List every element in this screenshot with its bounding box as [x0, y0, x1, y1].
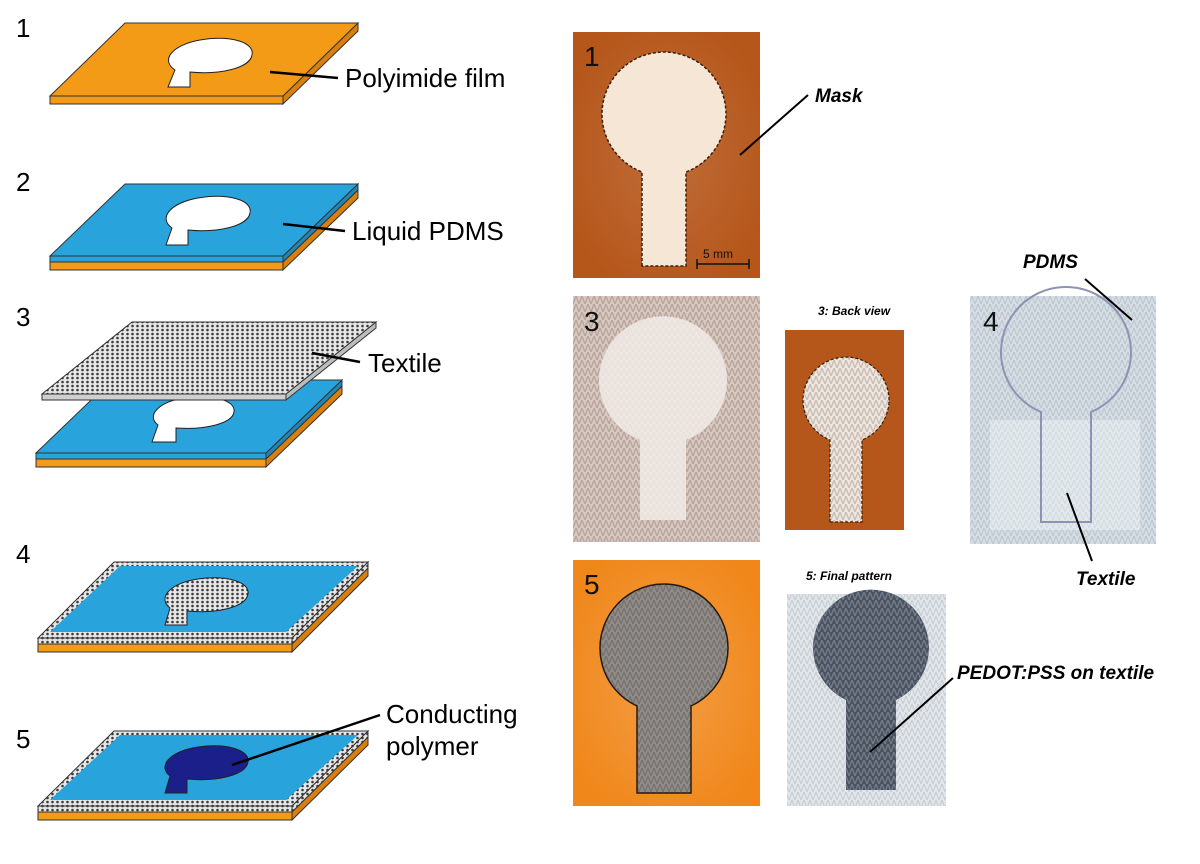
callout-line [311, 351, 361, 364]
photo-4-pdms: 4 [970, 286, 1156, 544]
pdms-free-region-outline [1000, 286, 1132, 523]
mask-opening [601, 51, 727, 267]
textile-masked-region [599, 316, 727, 520]
label-polyimide-film: Polyimide film [345, 63, 505, 93]
step-4-number: 4 [16, 539, 30, 569]
label-pdms: PDMS [1023, 252, 1078, 273]
callout-line [282, 222, 346, 233]
label-pedot-pss: PEDOT:PSS on textile [957, 663, 1155, 684]
callout-line [231, 713, 381, 767]
photo-3-textile: 3 [573, 296, 760, 542]
label-polymer: polymer [386, 731, 479, 761]
exposed-textile-pattern [164, 577, 249, 626]
step-1-number: 1 [16, 13, 30, 43]
photo-5-coated: 5 [573, 560, 760, 806]
callout-line [739, 94, 809, 156]
pdms-layer-edge [35, 452, 267, 460]
label-textile: Textile [368, 348, 442, 378]
photo-5-final-pattern [787, 589, 946, 806]
polyimide-layer-edge [49, 261, 284, 271]
step-5-number: 5 [16, 724, 30, 754]
step-3: 3 Textile [16, 302, 442, 469]
photo-4-number: 4 [983, 306, 999, 337]
mask-cutout [165, 195, 251, 246]
textile-edge [41, 393, 287, 401]
pdms-layer-edge [49, 255, 284, 263]
conducting-polymer-pattern [164, 745, 249, 794]
polyimide-layer-edge [37, 643, 293, 653]
polyimide-layer-edge [37, 811, 293, 821]
step-1: 1 Polyimide film [16, 13, 505, 106]
photo-1-mask: 1 5 mm [573, 32, 760, 278]
textile-sheet [40, 321, 378, 395]
label-mask: Mask [815, 86, 864, 107]
callout-line [869, 677, 954, 753]
scale-label: 5 mm [703, 247, 733, 261]
label-textile-photo: Textile [1076, 569, 1136, 590]
step-2: 2 Liquid PDMS [16, 167, 504, 272]
step-4: 4 [16, 539, 370, 654]
photo-5-number: 5 [584, 569, 600, 600]
step-3-number: 3 [16, 302, 30, 332]
step-2-number: 2 [16, 167, 30, 197]
mask-cutout [151, 396, 235, 443]
caption-back-view: 3: Back view [818, 304, 891, 318]
photo-1-number: 1 [584, 41, 600, 72]
callout-line [1084, 278, 1133, 321]
callout-line [1066, 492, 1093, 562]
callout-line [269, 70, 339, 80]
textile-edge [37, 805, 293, 813]
polyimide-layer-edge [35, 458, 267, 468]
photo-3-number: 3 [584, 306, 600, 337]
mask-cutout [167, 37, 253, 88]
label-conducting: Conducting [386, 699, 518, 729]
step-5: 5 Conducting polymer [16, 699, 518, 822]
label-liquid-pdms: Liquid PDMS [352, 216, 504, 246]
textile-edge [37, 637, 293, 645]
polyimide-film-edge-front [49, 95, 284, 105]
photo-3-back-view [785, 330, 904, 530]
caption-final-pattern: 5: Final pattern [806, 569, 892, 583]
